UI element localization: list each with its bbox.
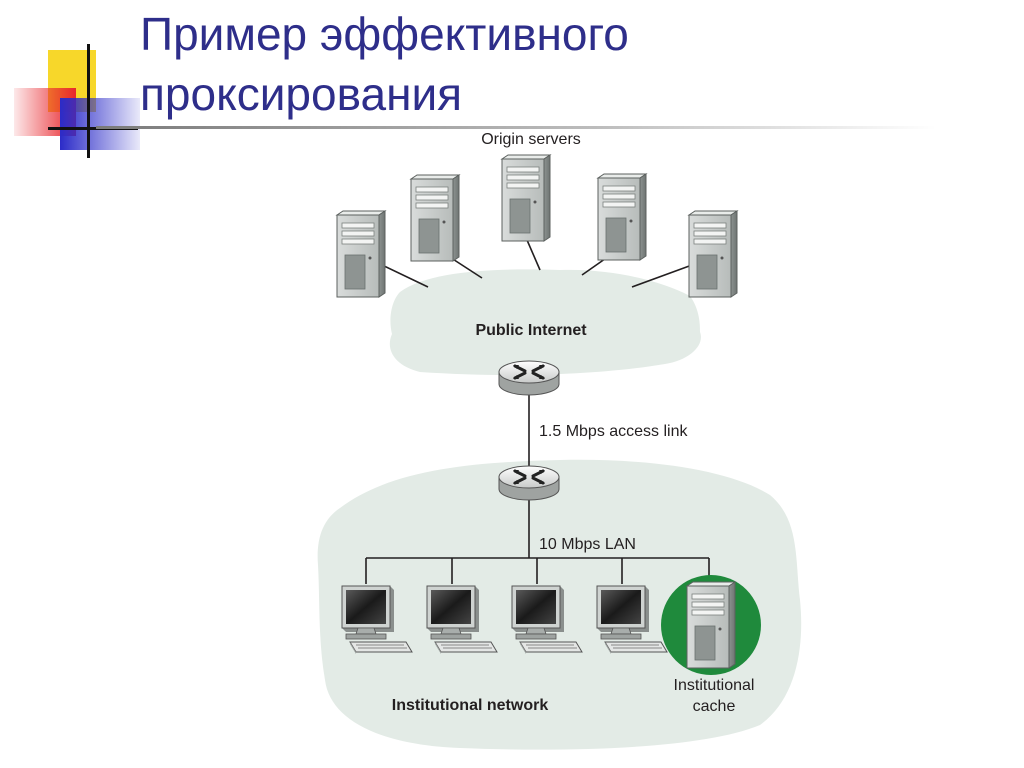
title-divider [96,126,936,129]
cache-label-line2: cache [693,698,736,715]
access-link-label: 1.5 Mbps access link [539,423,689,440]
origin-server-5 [688,210,738,298]
origin-servers-label: Origin servers [481,131,581,148]
institutional-router-icon [497,464,561,502]
slide-title-line2: проксирования [140,68,463,120]
origin-server-3 [501,154,551,242]
internet-router-icon [497,359,561,397]
decor-vertical-line [87,44,90,158]
public-internet-label: Public Internet [475,322,587,339]
cache-label-line1: Institutional [674,677,755,694]
origin-server-4 [597,173,647,261]
institutional-cache-server [686,581,736,669]
institutional-network-label: Institutional network [392,697,549,714]
public-internet-cloud [389,269,701,376]
slide-title: Пример эффективного проксирования [140,4,1000,124]
decor-blue-square [60,98,140,150]
lan-label: 10 Mbps LAN [539,536,636,553]
origin-server-2 [410,174,460,262]
origin-links [379,239,693,288]
slide-title-line1: Пример эффективного [140,8,629,60]
decor-horizontal-line [48,127,138,130]
origin-server-1 [336,210,386,298]
